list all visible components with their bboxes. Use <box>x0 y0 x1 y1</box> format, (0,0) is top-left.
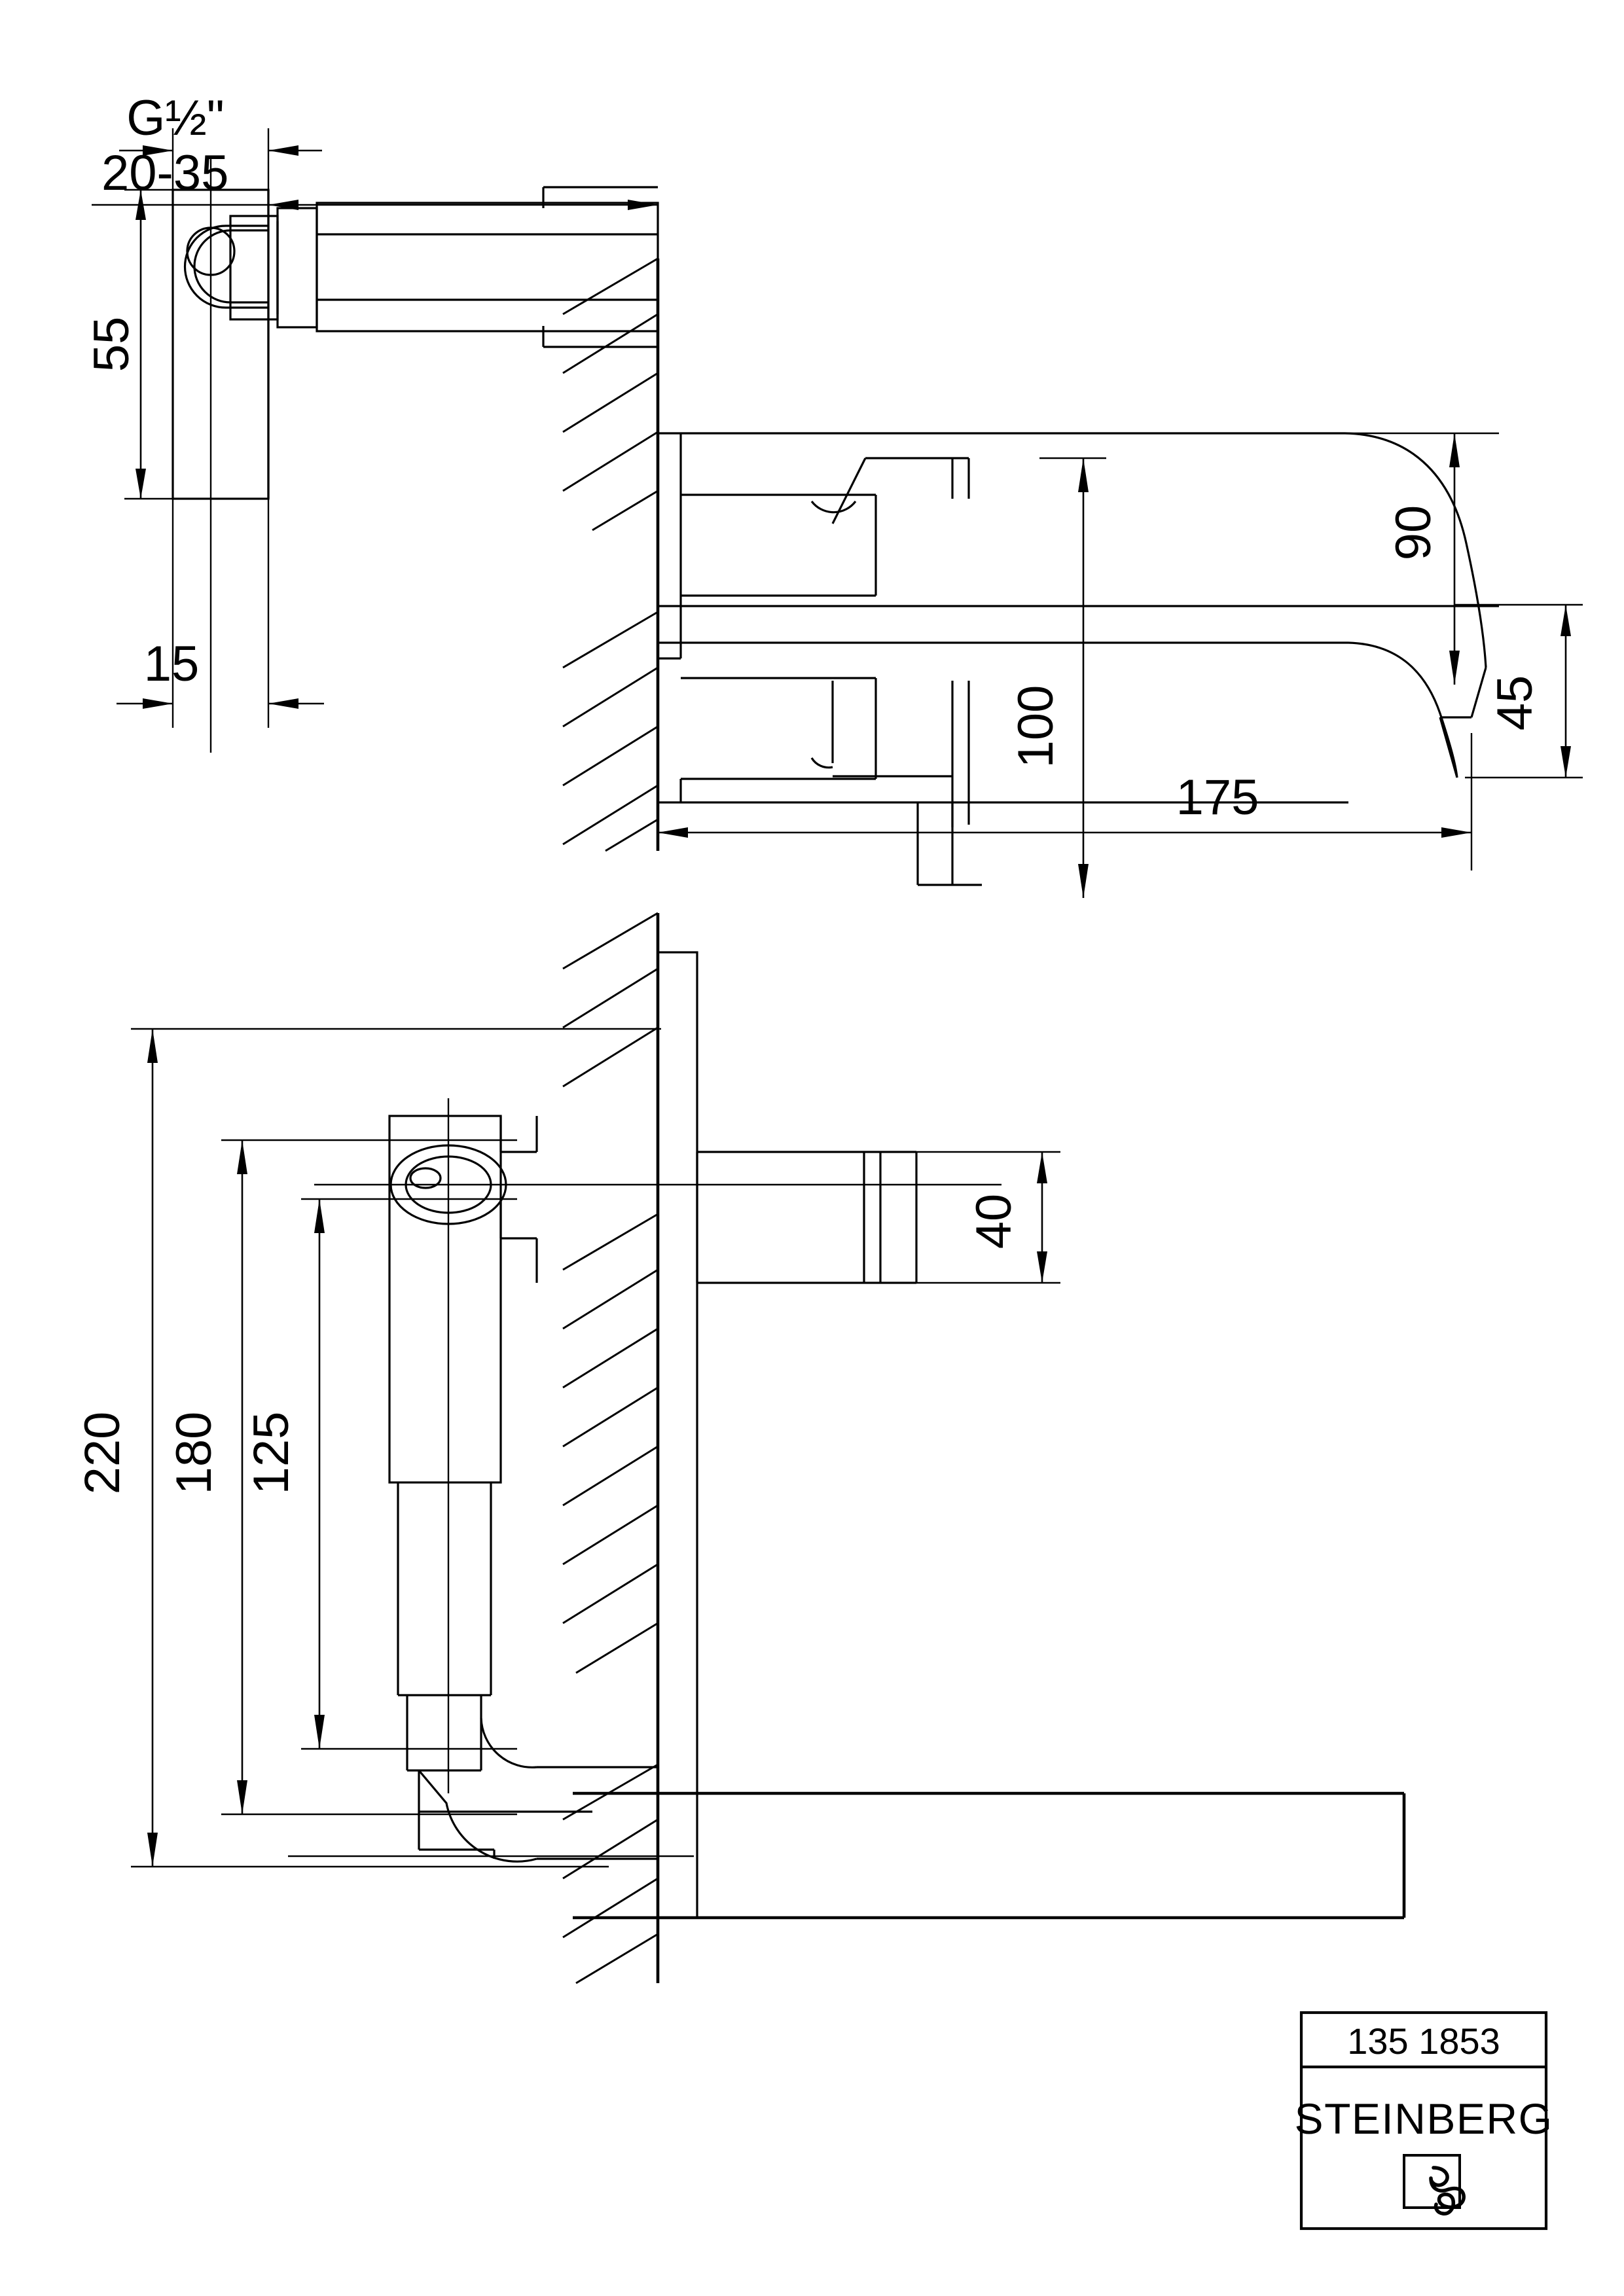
dim-label-outlet-height: 45 <box>1487 675 1543 731</box>
dim-label-wall-depth: 20-35 <box>101 145 228 201</box>
mixer-body-top-view <box>316 186 659 348</box>
centerlines-bottom-view <box>288 1098 1001 1857</box>
spout-body-top-view <box>658 432 1499 886</box>
view-side-section: G½" 20-35 55 <box>84 90 1583 898</box>
title-block: 135 1853 STEINBERG <box>1295 2011 1553 2231</box>
dimension-escutcheon-depth: 15 <box>117 499 324 728</box>
article-number: 135 1853 <box>1347 2020 1500 2062</box>
dim-label-spout-width: 40 <box>966 1194 1022 1249</box>
escutcheon-assembly-top-view <box>171 188 318 500</box>
dim-label-overall-height: 220 <box>75 1412 130 1495</box>
dimension-wall-depth: 20-35 <box>92 145 658 210</box>
dim-label-lever-projection: 100 <box>1008 685 1064 768</box>
view-front-section: 40 220 180 <box>75 912 1406 1984</box>
steinberg-swirl-logo <box>1403 2154 1466 2215</box>
dimension-lower-height: 125 <box>244 1198 517 1750</box>
dim-label-thread-spec: G½" <box>126 90 224 146</box>
dimension-thread-spec: G½" <box>119 90 322 196</box>
escutcheon-assembly-bottom-view <box>388 1115 658 1863</box>
dim-label-mid-height: 180 <box>166 1412 222 1495</box>
wall-section-bottom-view <box>562 912 660 1984</box>
dimension-spout-width: 40 <box>916 1151 1060 1284</box>
brand-name: STEINBERG <box>1295 2094 1553 2143</box>
dimension-lever-projection: 100 <box>1008 457 1106 898</box>
dimension-mid-height: 180 <box>166 1139 517 1816</box>
dimension-outlet-height: 45 <box>1454 603 1583 779</box>
dim-label-lower-height: 125 <box>244 1412 299 1495</box>
dim-label-spout-height: 90 <box>1386 505 1441 561</box>
wall-hatching-top <box>562 257 659 852</box>
dimension-overall-height: 220 <box>75 1028 661 1868</box>
dim-label-spout-projection: 175 <box>1176 770 1259 825</box>
dimension-spout-height: 90 <box>1345 432 1499 685</box>
dimension-escutcheon-height: 55 <box>84 188 178 500</box>
wall-section-top-view <box>562 257 660 852</box>
dimension-spout-projection: 175 <box>658 733 1473 870</box>
spout-body-bottom-view <box>573 951 1406 1920</box>
dim-label-escutcheon-height: 55 <box>84 317 139 372</box>
wall-hatching-bottom <box>562 912 659 1984</box>
dim-label-escutcheon-depth: 15 <box>144 636 200 692</box>
